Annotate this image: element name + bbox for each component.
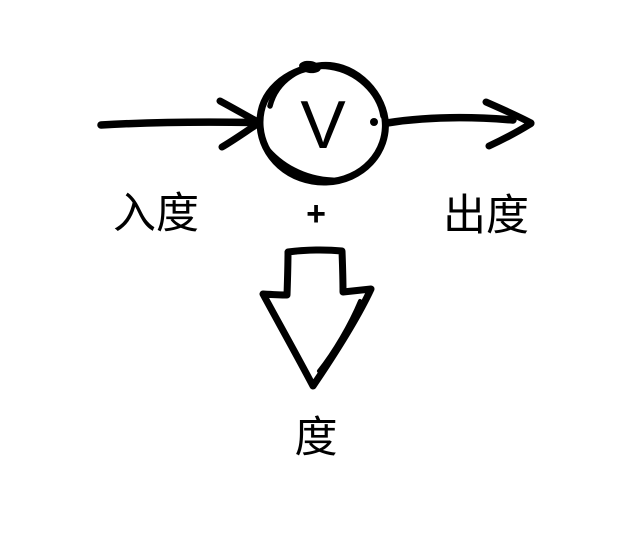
incoming-arrow-shaft <box>97 118 257 129</box>
outgoing-arrowhead-lower <box>485 120 535 150</box>
outgoing-arrow-icon <box>383 98 535 150</box>
down-arrow-outline <box>259 246 375 390</box>
down-arrow-icon <box>259 246 375 390</box>
vertex-circle-pen-dot <box>370 118 378 126</box>
vertex-circle-retrace-top <box>267 63 386 119</box>
vertex-circle-icon <box>256 60 389 186</box>
incoming-arrowhead-lower <box>218 119 263 151</box>
vertex-label: V <box>300 87 346 163</box>
incoming-arrow-icon <box>97 97 263 151</box>
in-degree-label: 入度 <box>113 190 199 238</box>
plus-sign-label: + <box>306 194 326 233</box>
outgoing-arrow-shaft <box>383 113 517 127</box>
out-degree-label: 出度 <box>443 192 529 240</box>
vertex-circle-retrace-bottom <box>262 143 336 183</box>
outgoing-arrowhead-upper <box>482 98 535 127</box>
degree-label: 度 <box>294 414 338 462</box>
down-arrow-retrace-stroke <box>317 299 362 373</box>
vertex-circle-pen-knot <box>299 60 321 74</box>
